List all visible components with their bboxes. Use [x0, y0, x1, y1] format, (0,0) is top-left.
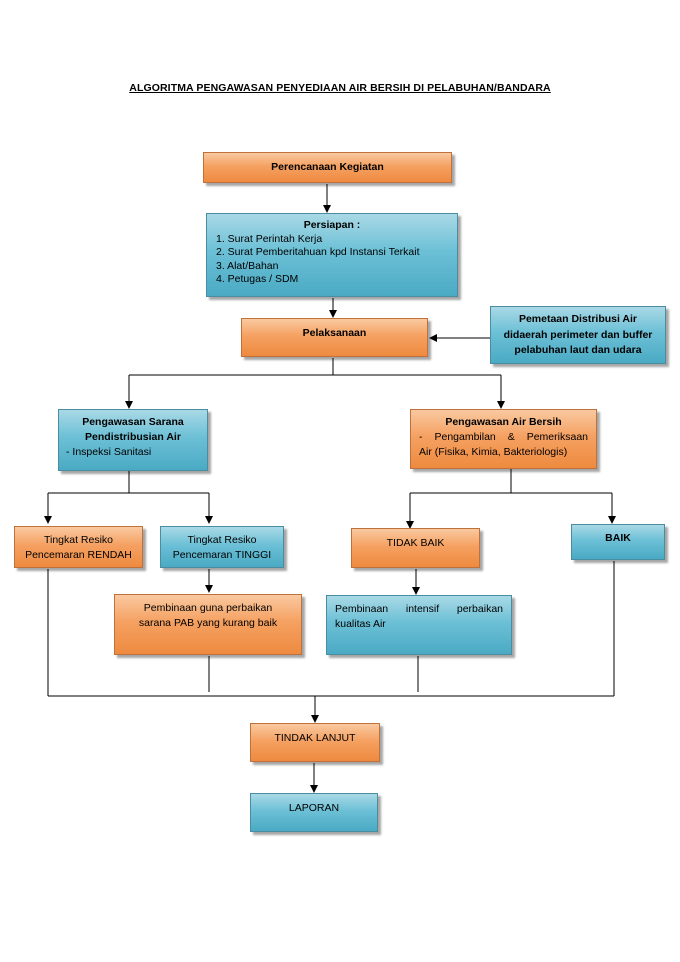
sarana-item: - Inspeksi Sanitasi [66, 446, 152, 458]
node-baik: BAIK [571, 524, 665, 560]
pemetaan-line: didaerah perimeter dan buffer [503, 328, 653, 341]
tinggi-line: Pencemaran TINGGI [172, 549, 272, 561]
persiapan-item: 1. Surat Perintah Kerja [216, 232, 323, 245]
node-pengawasan-air-bersih: Pengawasan Air Bersih - Pengambilan & Pe… [410, 409, 597, 469]
pembinaan-air-line: Pembinaan intensif perbaikan [335, 603, 503, 615]
node-laporan: LAPORAN [250, 793, 378, 832]
node-tidak-baik: TIDAK BAIK [351, 528, 480, 568]
rendah-line: Tingkat Resiko [43, 534, 114, 546]
node-label: LAPORAN [288, 802, 340, 814]
pembinaan-sarana-line: Pembinaan guna perbaikan [143, 602, 273, 614]
tinggi-line: Tingkat Resiko [187, 534, 257, 546]
persiapan-item: 2. Surat Pemberitahuan kpd Instansi Terk… [216, 246, 420, 258]
persiapan-item: 4. Petugas / SDM [216, 273, 299, 285]
node-pelaksanaan: Pelaksanaan [241, 318, 428, 357]
persiapan-heading: Persiapan : [303, 219, 361, 231]
node-label: Pelaksanaan [302, 327, 367, 339]
sarana-heading: Pengawasan Sarana [82, 416, 184, 428]
node-tindak-lanjut: TINDAK LANJUT [250, 723, 380, 762]
airbersih-line: Air (Fisika, Kimia, Bakteriologis) [419, 446, 568, 458]
persiapan-list: 1. Surat Perintah Kerja 2. Surat Pemberi… [216, 233, 457, 287]
diagram-title: ALGORITMA PENGAWASAN PENYEDIAAN AIR BERS… [129, 82, 551, 94]
node-pengawasan-sarana: Pengawasan Sarana Pendistribusian Air - … [58, 409, 208, 471]
node-pembinaan-air: Pembinaan intensif perbaikan kualitas Ai… [326, 595, 512, 655]
node-pembinaan-sarana: Pembinaan guna perbaikan sarana PAB yang… [114, 594, 302, 655]
airbersih-line: - Pengambilan & Pemeriksaan [419, 431, 588, 443]
node-resiko-rendah: Tingkat Resiko Pencemaran RENDAH [14, 526, 143, 568]
pembinaan-sarana-line: sarana PAB yang kurang baik [138, 617, 278, 629]
node-label: TIDAK BAIK [386, 537, 445, 549]
node-pemetaan-distribusi: Pemetaan Distribusi Air didaerah perimet… [490, 306, 666, 364]
persiapan-item: 3. Alat/Bahan [216, 259, 279, 272]
pembinaan-air-line: kualitas Air [335, 618, 386, 630]
sarana-heading: Pendistribusian Air [85, 431, 181, 443]
node-label: BAIK [605, 532, 631, 544]
rendah-line: Pencemaran RENDAH [25, 549, 132, 561]
airbersih-heading: Pengawasan Air Bersih [445, 416, 562, 428]
pemetaan-line: Pemetaan Distribusi Air [518, 313, 638, 325]
node-resiko-tinggi: Tingkat Resiko Pencemaran TINGGI [160, 526, 284, 568]
pemetaan-line: pelabuhan laut dan udara [514, 344, 642, 356]
node-label: Perencanaan Kegiatan [271, 161, 384, 173]
node-perencanaan-kegiatan: Perencanaan Kegiatan [203, 152, 452, 183]
node-label: TINDAK LANJUT [274, 732, 356, 744]
node-persiapan: Persiapan : 1. Surat Perintah Kerja 2. S… [206, 213, 458, 297]
